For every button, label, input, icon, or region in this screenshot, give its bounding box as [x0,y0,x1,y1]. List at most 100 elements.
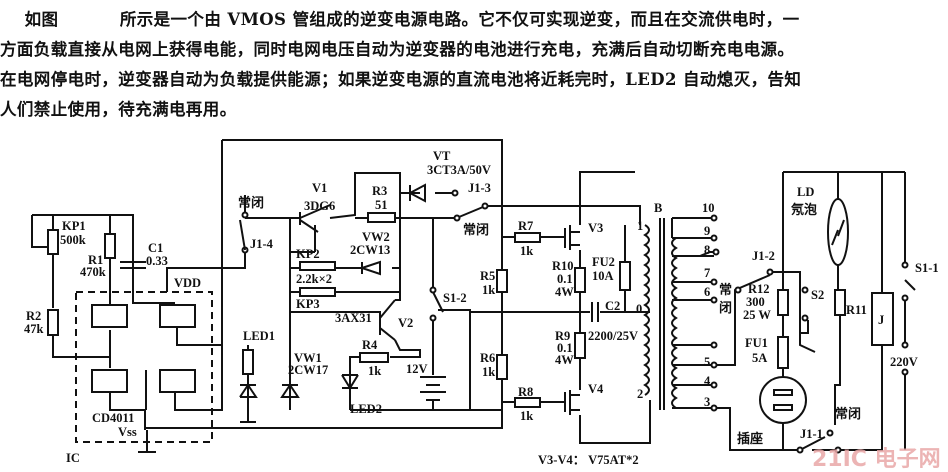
component-label: 220V [890,355,918,369]
component-label: R12 [748,282,770,296]
thyristor-vt [407,183,426,203]
component-label: R1 [88,253,103,267]
component-label: 常闭 [463,222,489,238]
component-label: 4W [555,353,574,367]
component-label: VT [433,149,451,163]
ic-outline [75,291,213,443]
led1-diode [239,383,258,398]
component-label: R11 [846,303,867,317]
component-label: V1 [312,181,327,195]
paragraph-line-3: 在电网停电时，逆变器自动为负载提供能源；如果逆变电源的直流电池将近耗完时，LED… [0,70,802,89]
component-label: 9 [704,224,710,238]
component-label: C2 [605,299,620,313]
component-label: FU1 [745,336,768,350]
component-label: 0.1 [557,341,573,355]
component-label: R5 [480,269,495,283]
transistor-v2 [379,299,396,341]
component-label: 25 W [743,308,771,322]
component-label: 常闭 [835,406,861,422]
socket-outlet [759,376,807,424]
fuse-fu1 [777,336,789,369]
mosfet-v4 [564,390,580,415]
component-label: 3DG6 [304,199,335,213]
nand-gate-4 [159,369,196,393]
component-label: VDD [174,276,201,290]
component-label: V2 [398,316,413,330]
component-label: R9 [555,329,570,343]
capacitor-c1 [120,261,146,269]
component-label: 1k [368,364,381,378]
component-label: 1k [482,283,495,297]
zener-vw1 [280,383,300,398]
component-label: 插座 [737,431,763,447]
component-label: 氖泡 [791,202,817,218]
led2-diode [341,374,359,390]
component-label: V3-V4： V75AT*2 [538,453,639,467]
switch-s1-2 [432,291,444,313]
component-label: 300 [746,295,765,309]
component-label: KP2 [296,247,320,261]
component-label: B [654,201,662,215]
resistor-r4 [359,352,389,363]
component-label: VW1 [294,351,322,365]
component-label: 1k [482,365,495,379]
component-label: S2 [811,288,824,302]
component-label: 1 [637,219,643,233]
component-label: 3 [704,395,710,409]
capacitor-c2 [591,302,599,322]
component-label: R8 [518,385,533,399]
component-label: 10 [702,201,715,215]
component-label: 3AX31 [335,311,372,325]
component-label: 常闭 [238,195,264,211]
resistor-r10 [574,267,586,293]
nand-gate-1 [91,304,128,328]
component-label: 0.33 [146,254,168,268]
component-label: 4 [704,374,711,388]
switch-j1-4 [239,219,246,251]
component-label: 2 [637,387,643,401]
component-label: 1k [520,244,533,258]
transformer-primary [643,224,650,396]
component-label: CD4011 [92,411,134,425]
component-label: C1 [148,241,163,255]
component-label: IC [66,451,80,465]
component-label: 3CT3A/50V [427,163,491,177]
component-label: 2.2k×2 [296,272,332,286]
component-label: 47k [24,322,44,336]
resistor-r7 [514,232,541,243]
paragraph-line-2: 方面负载直接从电网上获得电能，同时电网电压自动为逆变器的电池进行充电，充满后自动… [0,40,795,59]
component-label: R7 [518,219,533,233]
transformer-taps [710,214,720,412]
component-label: J1-1 [800,427,823,441]
fuse-fu2 [619,261,631,291]
zener-vw2 [358,260,381,276]
components [47,183,909,454]
component-label: LD [797,185,814,199]
component-label: 470k [80,265,106,279]
component-label: VW2 [362,230,390,244]
battery-12v [420,376,446,401]
transformer-core [659,218,665,410]
paragraph-line-4: 人们禁止使用，待充满电再用。 [0,100,237,119]
potentiometer-kp2 [299,261,336,271]
component-label: Vss [118,425,137,439]
component-label: 5A [752,351,767,365]
component-label: KP1 [62,219,86,233]
component-label: 常 [719,282,732,298]
component-label: 闭 [719,300,732,316]
component-label: J1-2 [752,249,775,263]
transistor-v1 [299,204,331,233]
component-label: LED1 [243,329,275,343]
paragraph-line-1: 如图 所示是一个由 VMOS 管组成的逆变电源电路。它不仅可实现逆变，而且在交流… [0,10,800,29]
component-label: 500k [60,233,86,247]
potentiometer-kp3 [299,287,336,297]
component-label: 51 [375,198,388,212]
component-label: V4 [588,382,604,396]
component-label: LED2 [350,402,382,416]
component-label: J [878,313,884,327]
component-label: J1-4 [250,237,274,251]
component-label: J1-3 [468,181,491,195]
component-label: 12V [406,362,428,376]
component-label: 1k [520,409,533,423]
